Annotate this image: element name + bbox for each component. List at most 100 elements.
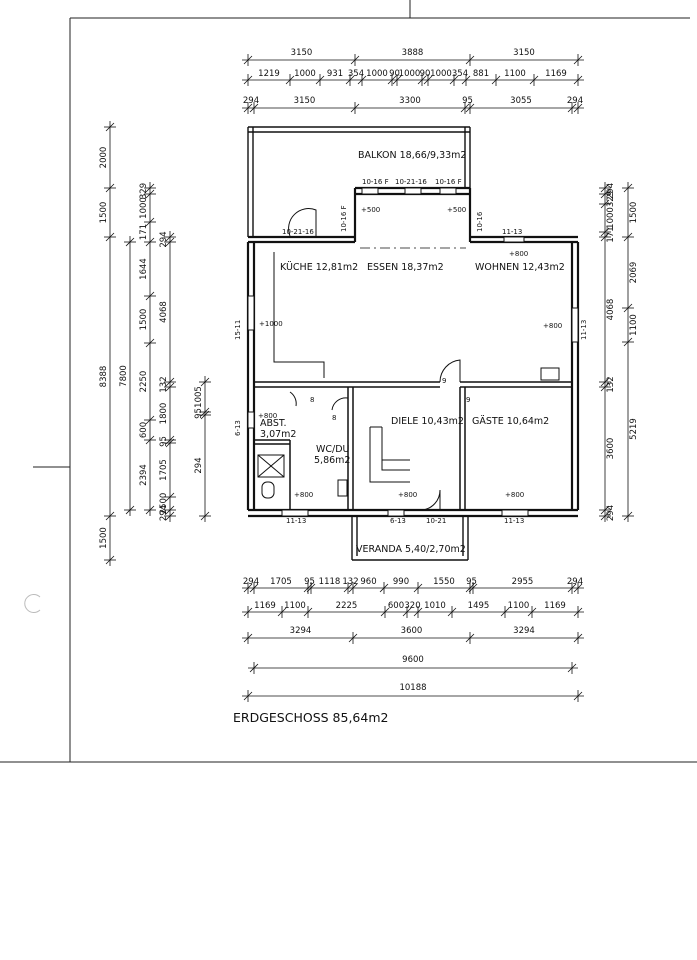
dimension-label: 1010 (424, 601, 446, 611)
dimension-label: 1118 (319, 577, 341, 587)
opening-label: 10-16 F (362, 178, 389, 186)
dimension-label: 329 (606, 191, 616, 207)
sill-mark: +800 (258, 412, 277, 420)
opening-label: 10-16 (476, 211, 484, 232)
dimension-label: 294 (194, 457, 204, 473)
dimension-label: 1800 (159, 403, 169, 425)
opening-label: 10-16 F (340, 205, 348, 232)
veranda-outline (351, 516, 469, 561)
sill-marks: +500 +500 +1000 +800 +800 +800 +800 +800… (258, 206, 562, 499)
stair (369, 426, 410, 483)
dimension-label: 3150 (294, 96, 316, 106)
dimension-label: 9600 (402, 655, 424, 665)
dimension-label: 95 (304, 577, 315, 587)
balcony-outline (247, 126, 471, 237)
room-labels: BALKON 18,66/9,33m2 KÜCHE 12,81m2 ESSEN … (260, 150, 565, 555)
dimension-label: 171 (606, 226, 616, 242)
dimension-label: 1169 (544, 601, 566, 611)
dimension-label: 1000 (366, 69, 388, 79)
dimension-label: 1500 (629, 202, 639, 224)
dimension-label: 132 (342, 577, 358, 587)
dimension-label: 294 (159, 231, 169, 247)
dimension-label: 1000 (139, 197, 149, 219)
dimension-label: 1000 (294, 69, 316, 79)
dimension-label: 1705 (159, 459, 169, 481)
dimension-label: 1100 (508, 601, 530, 611)
dimension-label: 2069 (629, 262, 639, 284)
dimension-label: 1219 (258, 69, 280, 79)
dimension-label: 1495 (468, 601, 490, 611)
opening-label: 11-13 (504, 517, 524, 525)
dimension-label: 329 (139, 183, 149, 199)
room-balkon: BALKON 18,66/9,33m2 (358, 150, 466, 161)
dimension-label: 354 (348, 69, 364, 79)
opening-label: 10-21 (426, 517, 446, 525)
opening-label: 10-21-16 (395, 178, 427, 186)
dimension-label: 294 (243, 96, 259, 106)
exterior-walls (246, 186, 580, 518)
dimension-label: 294 (567, 577, 583, 587)
sill-mark: +800 (509, 250, 528, 258)
dimension-label: 3600 (606, 438, 616, 460)
sheet-frame (0, 0, 697, 763)
room-gaeste: GÄSTE 10,64m2 (472, 416, 549, 427)
door-swings (288, 208, 461, 511)
sill-mark: 9 (466, 396, 470, 404)
dimension-label: 1100 (284, 601, 306, 611)
dimension-label: 2500 (159, 493, 169, 515)
dimension-label: 3294 (290, 626, 312, 636)
dimension-label: 2955 (512, 577, 534, 587)
dimension-label: 1169 (545, 69, 567, 79)
dimension-label: 95 (462, 96, 473, 106)
opening-label: 11-13 (580, 320, 588, 340)
sill-mark: +800 (398, 491, 417, 499)
dimension-label: 3294 (513, 626, 535, 636)
dimension-label: 990 (393, 577, 409, 587)
wc-fixtures (257, 367, 560, 499)
dimension-label: 320 (404, 601, 420, 611)
opening-label: 6-13 (390, 517, 406, 525)
dimension-label: 1100 (629, 314, 639, 336)
opening-label: 10-16 F (435, 178, 462, 186)
sill-mark: 9 (442, 377, 446, 385)
dimension-label: 294 (606, 505, 616, 521)
opening-label: 11-13 (286, 517, 306, 525)
room-wc-area: 5,86m2 (314, 455, 350, 466)
dimension-label: 8388 (99, 366, 109, 388)
dimension-label: 354 (452, 69, 468, 79)
dimension-label: 2000 (99, 147, 109, 169)
dimension-label: 1705 (270, 577, 292, 587)
dimension-label: 1500 (139, 309, 149, 331)
sill-mark: +800 (543, 322, 562, 330)
opening-label: 11-13 (502, 228, 522, 236)
room-diele: DIELE 10,43m2 (391, 416, 464, 427)
sill-mark: 8 (332, 414, 336, 422)
dimension-label: 1000 (606, 207, 616, 229)
interior-walls (254, 381, 572, 510)
kitchen-counter (273, 252, 325, 378)
sill-mark: +500 (447, 206, 466, 214)
dimension-label: 3150 (513, 48, 535, 58)
dimension-label: 10188 (399, 683, 426, 693)
dimension-label: 1005 (194, 386, 204, 408)
dimension-label: 95 (194, 408, 204, 419)
dimension-label: 3150 (291, 48, 313, 58)
dimension-label: 132 (606, 376, 616, 392)
dimension-label: 3888 (402, 48, 424, 58)
dimension-label: 294 (243, 577, 259, 587)
dimension-label: 931 (327, 69, 343, 79)
dimension-label: 294 (159, 505, 169, 521)
room-abst-name: ABST. (260, 418, 287, 429)
dimension-label: 881 (473, 69, 489, 79)
sill-mark: +800 (294, 491, 313, 499)
opening-label: 6-13 (234, 420, 242, 436)
dimension-label: 4068 (606, 299, 616, 321)
dimension-label: 1644 (139, 258, 149, 280)
dimension-label: 1100 (504, 69, 526, 79)
opening-labels: 10-16 F 10-21-16 10-16 F 10-16 F 10-16 1… (234, 178, 588, 525)
dimension-label: 5219 (629, 418, 639, 440)
dimension-label: 3055 (510, 96, 532, 106)
dimension-label: 3600 (401, 626, 423, 636)
